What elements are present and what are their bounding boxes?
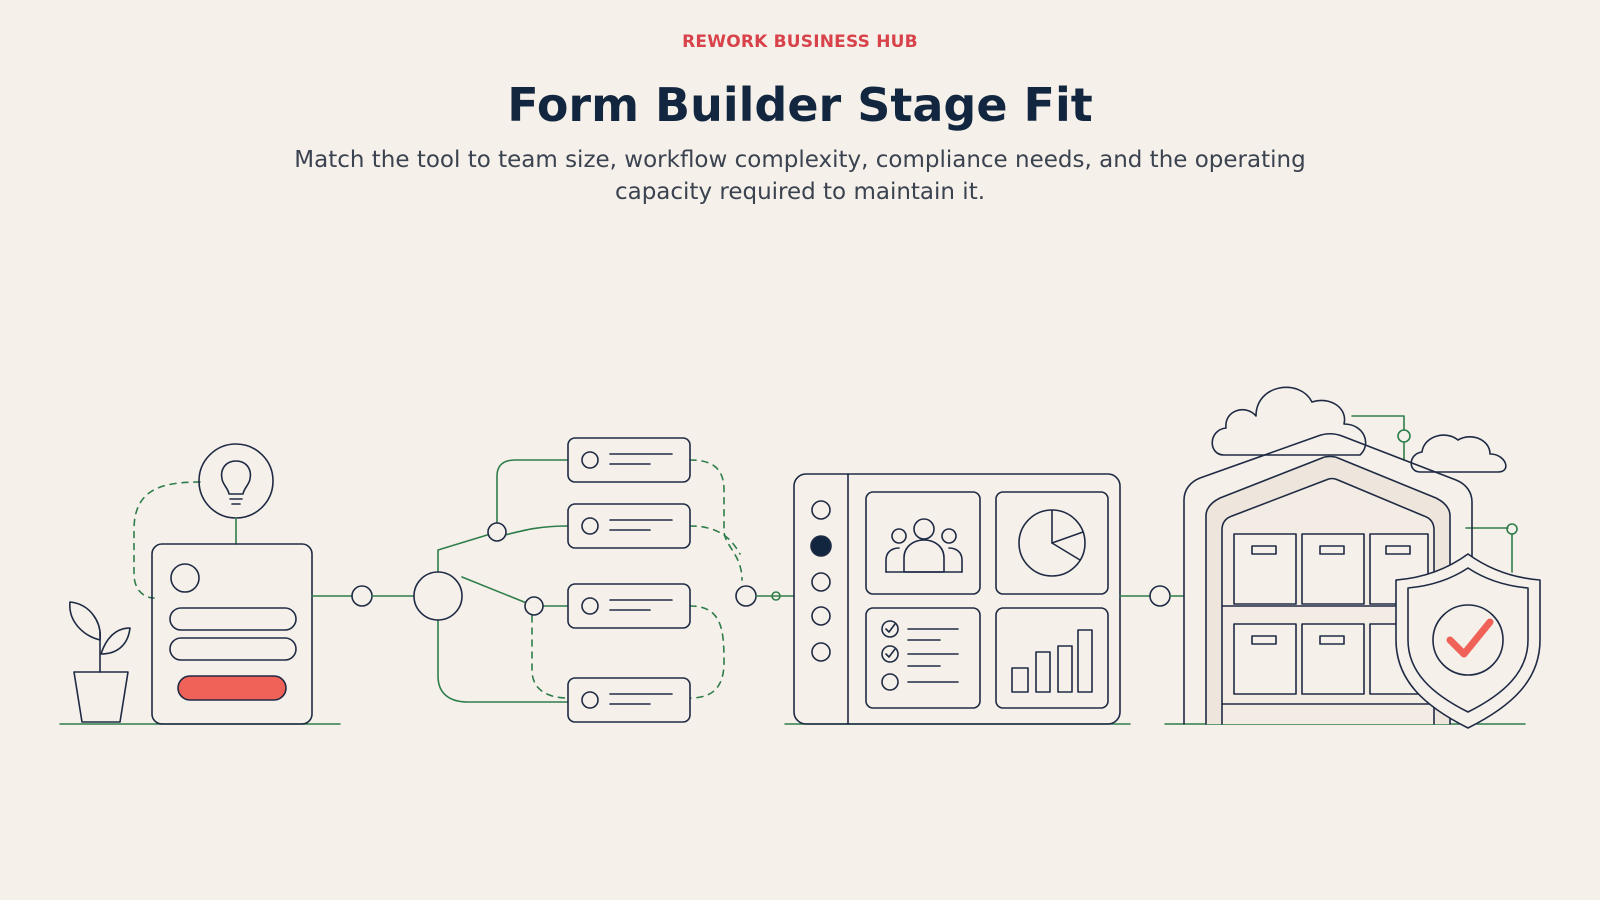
page-title: Form Builder Stage Fit <box>507 78 1093 132</box>
checklist-icon <box>881 620 959 691</box>
page-subtitle: Match the tool to team size, workflow co… <box>294 147 1306 205</box>
shield-check-icon <box>1395 553 1541 729</box>
dashboard-icon <box>793 473 1185 725</box>
lightbulb-icon <box>220 460 252 505</box>
team-icon <box>885 518 963 573</box>
form-with-idea-icon <box>69 443 415 725</box>
bar-chart-icon <box>1011 629 1093 693</box>
workflow-branch-icon <box>413 437 795 723</box>
stage-illustration <box>59 386 1541 729</box>
pie-chart-icon <box>1018 509 1086 577</box>
eyebrow-label: REWORK BUSINESS HUB <box>682 32 918 52</box>
cloud-icon <box>1211 386 1507 473</box>
secure-warehouse-icon <box>1183 386 1541 729</box>
plant-icon <box>69 601 131 723</box>
